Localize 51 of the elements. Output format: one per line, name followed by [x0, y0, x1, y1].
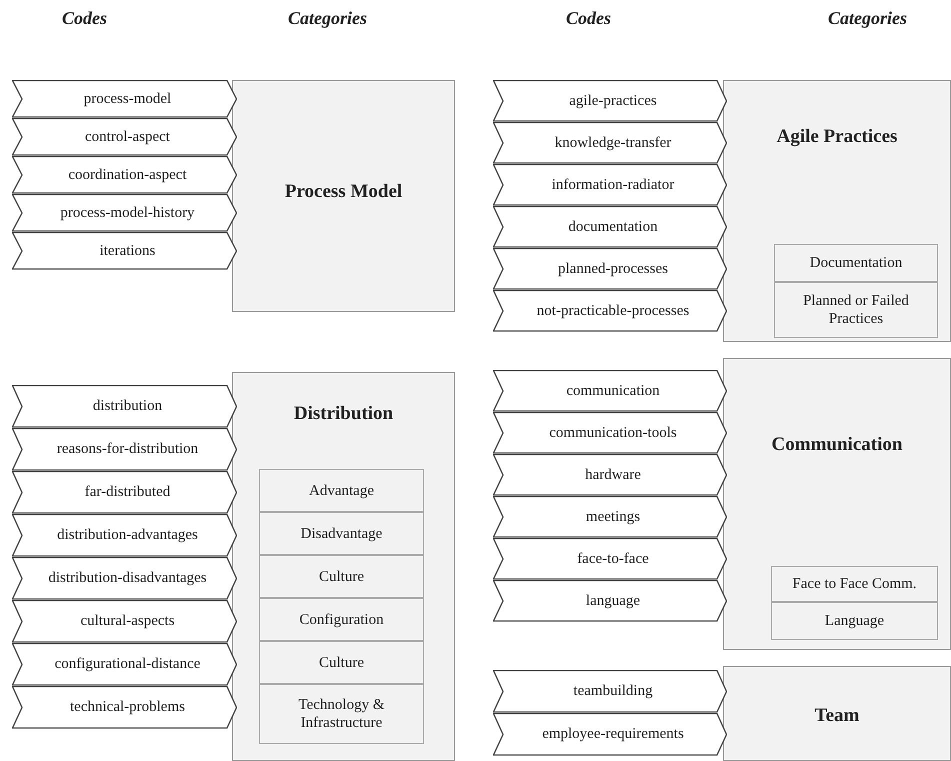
category-title: Process Model: [284, 181, 404, 203]
code-tag: planned-processes: [493, 248, 727, 290]
category-panel: [232, 372, 455, 761]
code-tag: information-radiator: [493, 164, 727, 206]
code-tag: agile-practices: [493, 80, 727, 122]
category-panel: [232, 80, 455, 312]
subcategory-cell: Planned or Failed Practices: [774, 282, 938, 338]
column-heading: Categories: [288, 8, 367, 29]
code-tag: cultural-aspects: [12, 600, 237, 643]
subcategory-cell: Advantage: [259, 469, 424, 512]
subcategory-cell: Documentation: [774, 244, 938, 282]
subcategory-cell: Culture: [259, 641, 424, 684]
category-title: Agile Practices: [776, 126, 898, 148]
subcategory-cell: Face to Face Comm.: [771, 566, 938, 602]
category-panel: [723, 666, 951, 761]
category-title: Team: [814, 705, 860, 727]
code-tag: communication: [493, 370, 727, 412]
code-tag: distribution: [12, 385, 237, 428]
category-title: Distribution: [292, 403, 394, 425]
subcategory-cell: Culture: [259, 555, 424, 598]
code-tag: hardware: [493, 454, 727, 496]
code-tag: configurational-distance: [12, 643, 237, 686]
category-panel: [723, 80, 951, 342]
category-title: Communication: [770, 434, 904, 456]
code-tag: technical-problems: [12, 686, 237, 729]
code-tag: far-distributed: [12, 471, 237, 514]
code-tag: process-model: [12, 80, 237, 118]
code-tag: communication-tools: [493, 412, 727, 454]
code-tag: face-to-face: [493, 538, 727, 580]
code-tag: distribution-disadvantages: [12, 557, 237, 600]
code-tag: reasons-for-distribution: [12, 428, 237, 471]
code-tag: employee-requirements: [493, 713, 727, 756]
code-tag: knowledge-transfer: [493, 122, 727, 164]
column-heading: Categories: [828, 8, 907, 29]
category-panel: [723, 358, 951, 650]
code-tag: documentation: [493, 206, 727, 248]
subcategory-cell: Technology & Infrastructure: [259, 684, 424, 744]
code-tag: control-aspect: [12, 118, 237, 156]
subcategory-cell: Language: [771, 602, 938, 640]
code-tag: meetings: [493, 496, 727, 538]
code-tag: coordination-aspect: [12, 156, 237, 194]
column-heading: Codes: [566, 8, 611, 29]
column-heading: Codes: [62, 8, 107, 29]
subcategory-cell: Configuration: [259, 598, 424, 641]
code-tag: not-practicable-processes: [493, 290, 727, 332]
code-tag: language: [493, 580, 727, 622]
code-tag: teambuilding: [493, 670, 727, 713]
code-tag: iterations: [12, 232, 237, 270]
code-tag: process-model-history: [12, 194, 237, 232]
code-tag: distribution-advantages: [12, 514, 237, 557]
subcategory-cell: Disadvantage: [259, 512, 424, 555]
